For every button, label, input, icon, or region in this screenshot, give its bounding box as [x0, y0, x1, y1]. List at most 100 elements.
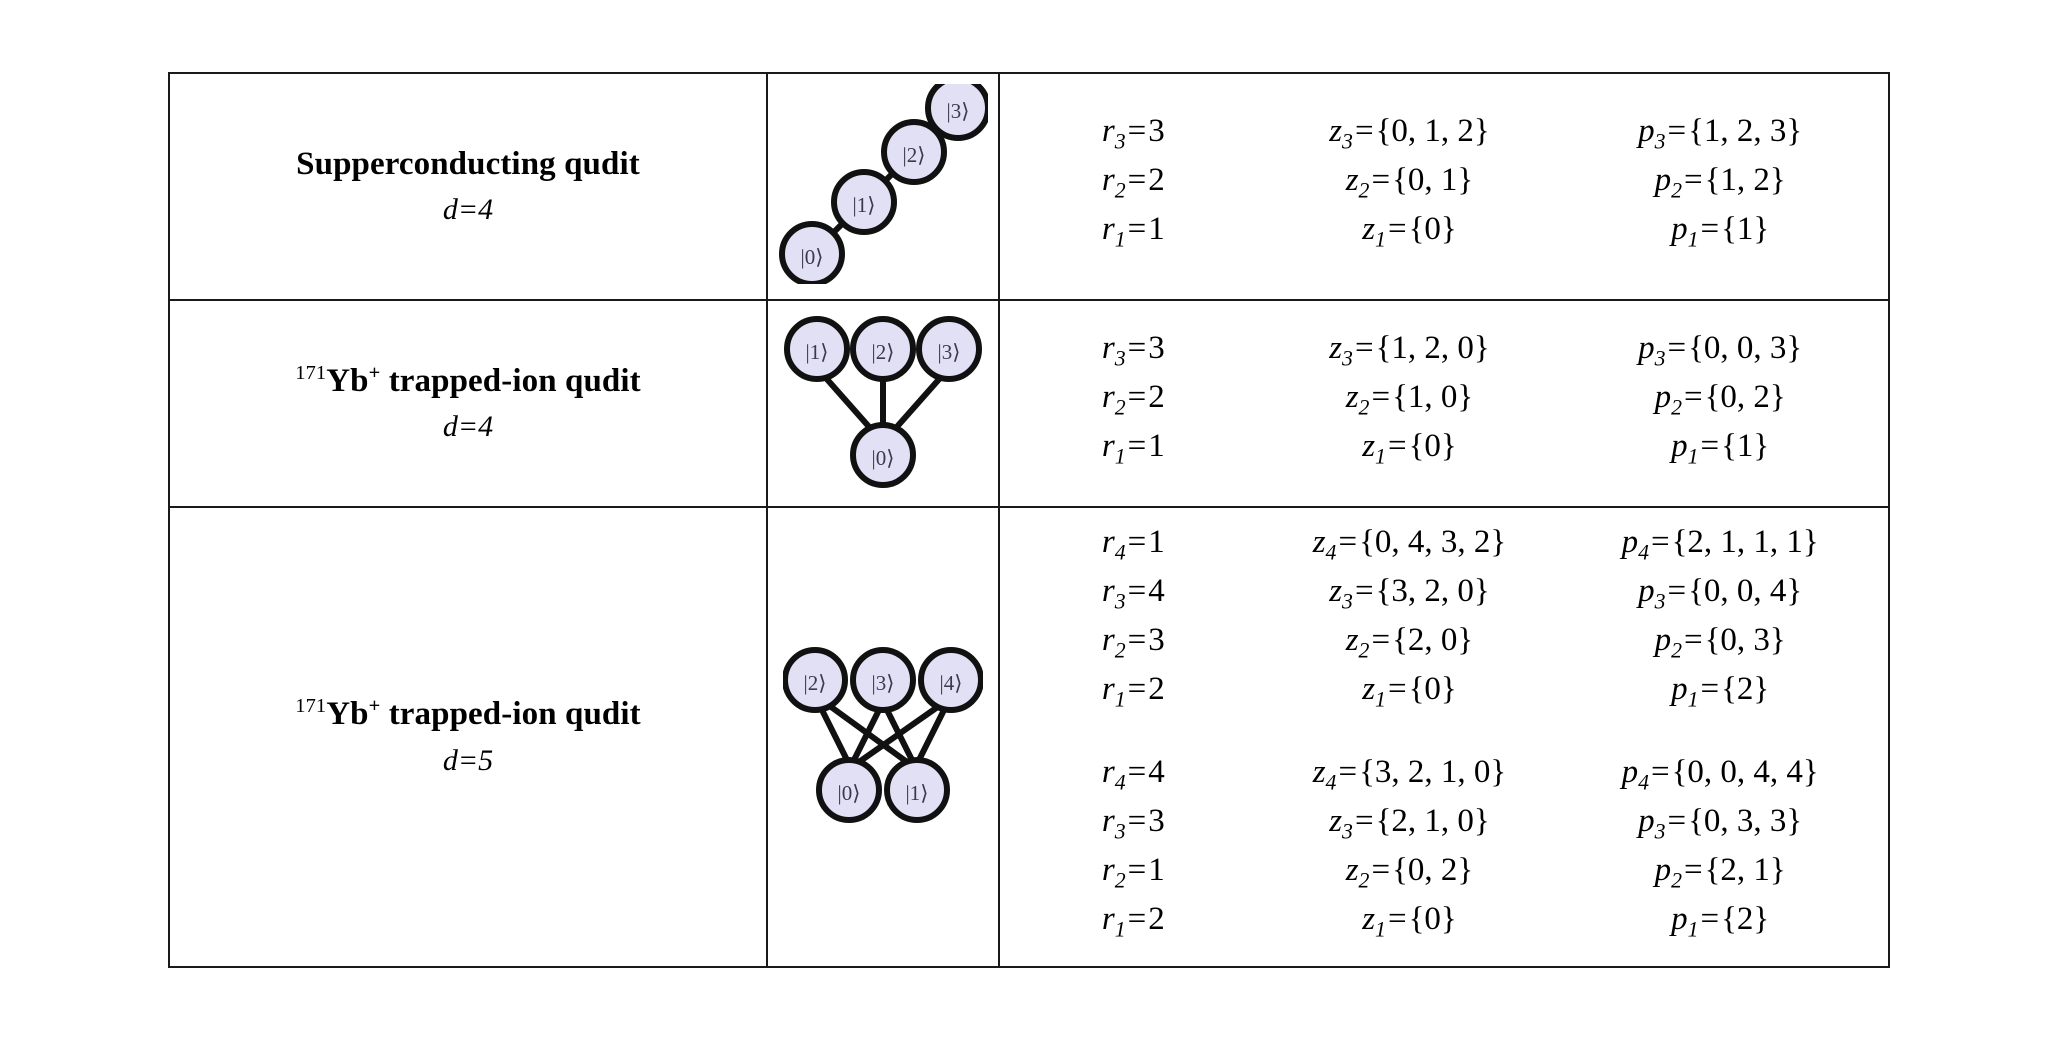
p-param: p3={0, 0, 3} — [1638, 330, 1803, 371]
z-param: z1={0} — [1362, 671, 1457, 712]
parameter-block: r3=3 z3={0, 1, 2} p3={1, 2, 3} r2=2 z2={… — [1010, 113, 1878, 260]
bipartite-graph-5: |2⟩ |3⟩ |4⟩ |0⟩ |1⟩ — [768, 632, 998, 843]
z-param: z4={0, 4, 3, 2} — [1312, 524, 1507, 565]
r-param: r1=1 — [1101, 211, 1165, 252]
graph-node — [916, 316, 982, 382]
table-row: 171Yb+ trapped-ion qudit d=5 — [168, 506, 1890, 968]
parameter-row: r3=3 z3={0, 1, 2} p3={1, 2, 3} — [1010, 113, 1878, 162]
table-body: Supperconducting qudit d=4 — [168, 72, 1890, 968]
parameter-row: r2=2 z2={1, 0} p2={0, 2} — [1010, 379, 1878, 428]
z-param: z3={3, 2, 0} — [1329, 573, 1490, 614]
graph-node — [884, 756, 950, 823]
graph-edges — [822, 374, 944, 432]
r-param: r3=3 — [1101, 113, 1165, 154]
parameter-row: r3=3 z3={1, 2, 0} p3={0, 0, 3} — [1010, 330, 1878, 379]
parameter-row: r2=1 z2={0, 2} p2={2, 1} — [1010, 852, 1878, 901]
r-param: r2=2 — [1101, 379, 1165, 420]
parameters: r4=1 z4={0, 4, 3, 2} p4={2, 1, 1, 1} r3=… — [1000, 508, 1888, 966]
p-param: p1={2} — [1671, 901, 1770, 942]
z-param: z1={0} — [1362, 428, 1457, 469]
chain-graph-4: |0⟩ |1⟩ |2⟩ |3⟩ — [768, 74, 998, 299]
platform-dimension: d=5 — [442, 743, 494, 777]
parameter-row: r2=2 z2={0, 1} p2={1, 2} — [1010, 162, 1878, 211]
platform-name-cell: 171Yb+ trapped-ion qudit d=4 — [168, 299, 768, 508]
r-param: r1=1 — [1101, 428, 1165, 469]
parameter-row: r1=2 z1={0} p1={2} — [1010, 901, 1878, 950]
graph-node-label: |0⟩ — [838, 781, 861, 805]
graph-node-label: |2⟩ — [804, 671, 827, 695]
r-param: r1=2 — [1101, 901, 1165, 942]
platform-name: Supperconducting qudit d=4 — [170, 129, 766, 244]
parameter-block: r3=3 z3={1, 2, 0} p3={0, 0, 3} r2=2 z2={… — [1010, 330, 1878, 477]
qudit-comparison-table: Supperconducting qudit d=4 — [168, 72, 1890, 968]
graph-node — [850, 316, 916, 382]
z-param: z3={1, 2, 0} — [1329, 330, 1490, 371]
graph-node-label: |1⟩ — [853, 193, 876, 217]
p-param: p1={1} — [1671, 211, 1770, 252]
platform-name: 171Yb+ trapped-ion qudit d=4 — [170, 346, 766, 461]
parameters-cell: r3=3 z3={1, 2, 0} p3={0, 0, 3} r2=2 z2={… — [998, 299, 1890, 508]
star-graph-4: |1⟩ |2⟩ |3⟩ |0⟩ — [768, 301, 998, 506]
graph-node-label: |3⟩ — [938, 340, 961, 364]
graph-node — [782, 646, 848, 713]
parameter-block: r4=1 z4={0, 4, 3, 2} p4={2, 1, 1, 1} r3=… — [1010, 524, 1878, 720]
z-param: z2={1, 0} — [1345, 379, 1474, 420]
parameter-row: r4=4 z4={3, 2, 1, 0} p4={0, 0, 4, 4} — [1010, 754, 1878, 803]
platform-dimension: d=4 — [442, 410, 494, 444]
graph-node-label: |3⟩ — [947, 99, 970, 123]
table-row: Supperconducting qudit d=4 — [168, 72, 1890, 301]
p-param: p1={2} — [1671, 671, 1770, 712]
graph-node — [784, 316, 850, 382]
platform-title: Supperconducting qudit — [296, 145, 640, 182]
bipartite-graph-5-svg: |2⟩ |3⟩ |4⟩ |0⟩ |1⟩ — [782, 646, 984, 823]
parameter-row: r1=1 z1={0} p1={1} — [1010, 428, 1878, 477]
platform-title: 171Yb+ trapped-ion qudit — [295, 361, 641, 399]
r-param: r2=2 — [1101, 162, 1165, 203]
p-param: p4={0, 0, 4, 4} — [1621, 754, 1819, 795]
z-param: z2={2, 0} — [1345, 622, 1474, 663]
z-param: z2={0, 2} — [1345, 852, 1474, 893]
platform-name-cell: 171Yb+ trapped-ion qudit d=5 — [168, 506, 768, 968]
p-param: p2={0, 2} — [1654, 379, 1786, 420]
parameter-row: r3=3 z3={2, 1, 0} p3={0, 3, 3} — [1010, 803, 1878, 852]
r-param: r2=3 — [1101, 622, 1165, 663]
graph-cell: |1⟩ |2⟩ |3⟩ |0⟩ — [766, 299, 1000, 508]
p-param: p1={1} — [1671, 428, 1770, 469]
graph-node — [831, 169, 897, 235]
table-row: 171Yb+ trapped-ion qudit d=4 — [168, 299, 1890, 508]
parameters: r3=3 z3={0, 1, 2} p3={1, 2, 3} r2=2 z2={… — [1000, 97, 1888, 276]
platform-title: 171Yb+ trapped-ion qudit — [295, 695, 641, 733]
graph-node-label: |1⟩ — [906, 781, 929, 805]
r-param: r3=4 — [1101, 573, 1165, 614]
graph-nodes: |0⟩ |1⟩ |2⟩ |3⟩ — [779, 75, 991, 287]
r-param: r4=4 — [1101, 754, 1165, 795]
parameter-row: r1=2 z1={0} p1={2} — [1010, 671, 1878, 720]
z-param: z1={0} — [1362, 211, 1457, 252]
z-param: z1={0} — [1362, 901, 1457, 942]
r-param: r2=1 — [1101, 852, 1165, 893]
graph-node-label: |1⟩ — [806, 340, 829, 364]
graph-nodes: |1⟩ |2⟩ |3⟩ |0⟩ — [784, 316, 982, 488]
r-param: r3=3 — [1101, 330, 1165, 371]
p-param: p2={1, 2} — [1654, 162, 1786, 203]
graph-edges — [818, 700, 948, 765]
p-param: p3={0, 3, 3} — [1638, 803, 1803, 844]
graph-node-label: |4⟩ — [940, 671, 963, 695]
p-param: p3={1, 2, 3} — [1638, 113, 1803, 154]
z-param: z2={0, 1} — [1345, 162, 1474, 203]
parameter-row: r4=1 z4={0, 4, 3, 2} p4={2, 1, 1, 1} — [1010, 524, 1878, 573]
p-param: p2={2, 1} — [1654, 852, 1786, 893]
parameter-row: r3=4 z3={3, 2, 0} p3={0, 0, 4} — [1010, 573, 1878, 622]
platform-name-cell: Supperconducting qudit d=4 — [168, 72, 768, 301]
parameter-row: r1=1 z1={0} p1={1} — [1010, 211, 1878, 260]
r-param: r4=1 — [1101, 524, 1165, 565]
r-param: r3=3 — [1101, 803, 1165, 844]
graph-node-label: |2⟩ — [903, 143, 926, 167]
graph-nodes: |2⟩ |3⟩ |4⟩ |0⟩ |1⟩ — [782, 646, 984, 823]
p-param: p4={2, 1, 1, 1} — [1621, 524, 1819, 565]
graph-node — [816, 756, 882, 823]
graph-node — [850, 646, 916, 713]
graph-node-label: |0⟩ — [872, 446, 895, 470]
graph-node-center — [850, 422, 916, 488]
